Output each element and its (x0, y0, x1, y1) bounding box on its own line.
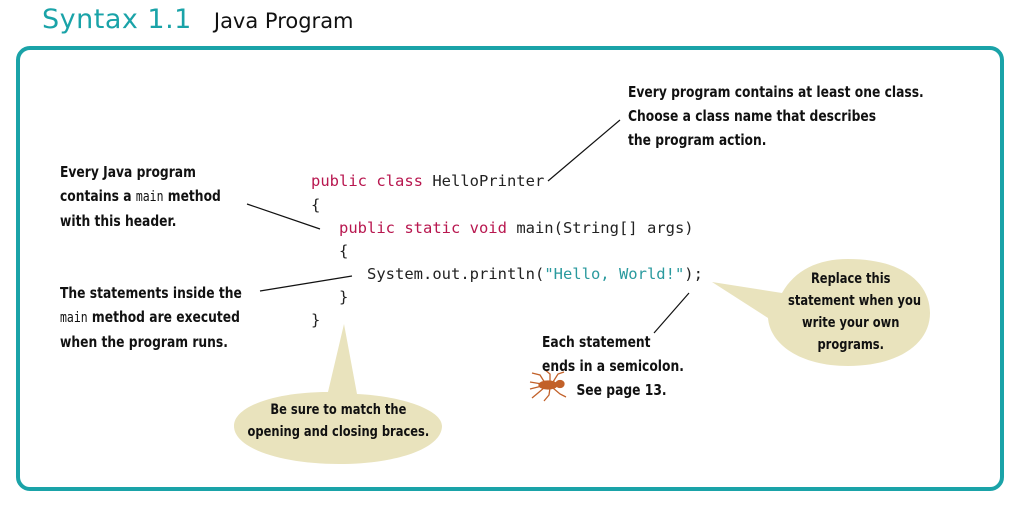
note-line: contains a main method (60, 184, 221, 209)
braces-note: Be sure to match the opening and closing… (240, 399, 437, 443)
statements-note: The statements inside the main method ar… (60, 281, 242, 354)
code-text: HelloPrinter (422, 172, 545, 190)
note-line: opening and closing braces. (247, 424, 430, 440)
note-line: Replace this (810, 271, 891, 287)
note-line: programs. (817, 337, 885, 353)
note-text: method (163, 187, 221, 205)
code-line-3: public static void main(String[] args) (339, 219, 694, 237)
note-text: contains a (60, 187, 136, 205)
code-text: main(String[] args) (506, 219, 694, 237)
statement-callout-line (259, 275, 353, 292)
syntax-header: Syntax 1.1 Java Program (42, 4, 354, 35)
class-note: Every program contains at least one clas… (628, 80, 924, 152)
note-line: write your own (802, 315, 900, 331)
replace-note: Replace this statement when you write yo… (788, 268, 922, 356)
main-method-note: Every Java program contains a main metho… (60, 160, 221, 233)
code-text: System.out.println( (367, 265, 545, 283)
syntax-frame (16, 46, 1004, 491)
note-line: statement when you (788, 293, 922, 309)
replace-bubble (712, 259, 930, 366)
braces-bubble (234, 324, 442, 464)
semicolon-callout-line (653, 292, 690, 334)
syntax-number: Syntax 1.1 (42, 4, 192, 35)
note-line: the program action. (628, 131, 767, 149)
note-line: Every program contains at least one clas… (628, 83, 924, 101)
code-line-5: System.out.println("Hello, World!"); (367, 265, 703, 283)
note-line: Each statement (542, 333, 651, 351)
note-code: main (60, 310, 88, 326)
syntax-title: Java Program (213, 9, 354, 33)
note-line: The statements inside the (60, 284, 242, 302)
note-line: Choose a class name that describes (628, 107, 877, 125)
note-line: ends in a semicolon. (542, 357, 684, 375)
note-line: Be sure to match the (270, 402, 407, 418)
code-line-7: } (311, 311, 321, 329)
code-line-2: { (311, 196, 321, 214)
code-keyword: public static void (339, 219, 507, 237)
note-line: when the program runs. (60, 333, 228, 351)
note-code: main (135, 189, 164, 205)
spider-icon (529, 368, 567, 402)
note-line: Every Java program (60, 163, 196, 181)
code-line-4: { (339, 242, 349, 260)
note-line: with this header. (60, 212, 177, 230)
main-callout-line (246, 203, 321, 230)
code-keyword: public class (311, 172, 423, 190)
semicolon-note: Each statement ends in a semicolon. See … (542, 330, 684, 402)
note-line: See page 13. (576, 381, 667, 399)
code-text: ); (684, 265, 703, 283)
class-callout-line (547, 119, 621, 182)
code-string: "Hello, World!" (544, 265, 685, 283)
note-text: method are executed (87, 308, 240, 326)
note-line: main method are executed (60, 305, 242, 330)
code-line-1: public class HelloPrinter (311, 172, 544, 190)
code-line-6: } (339, 288, 349, 306)
